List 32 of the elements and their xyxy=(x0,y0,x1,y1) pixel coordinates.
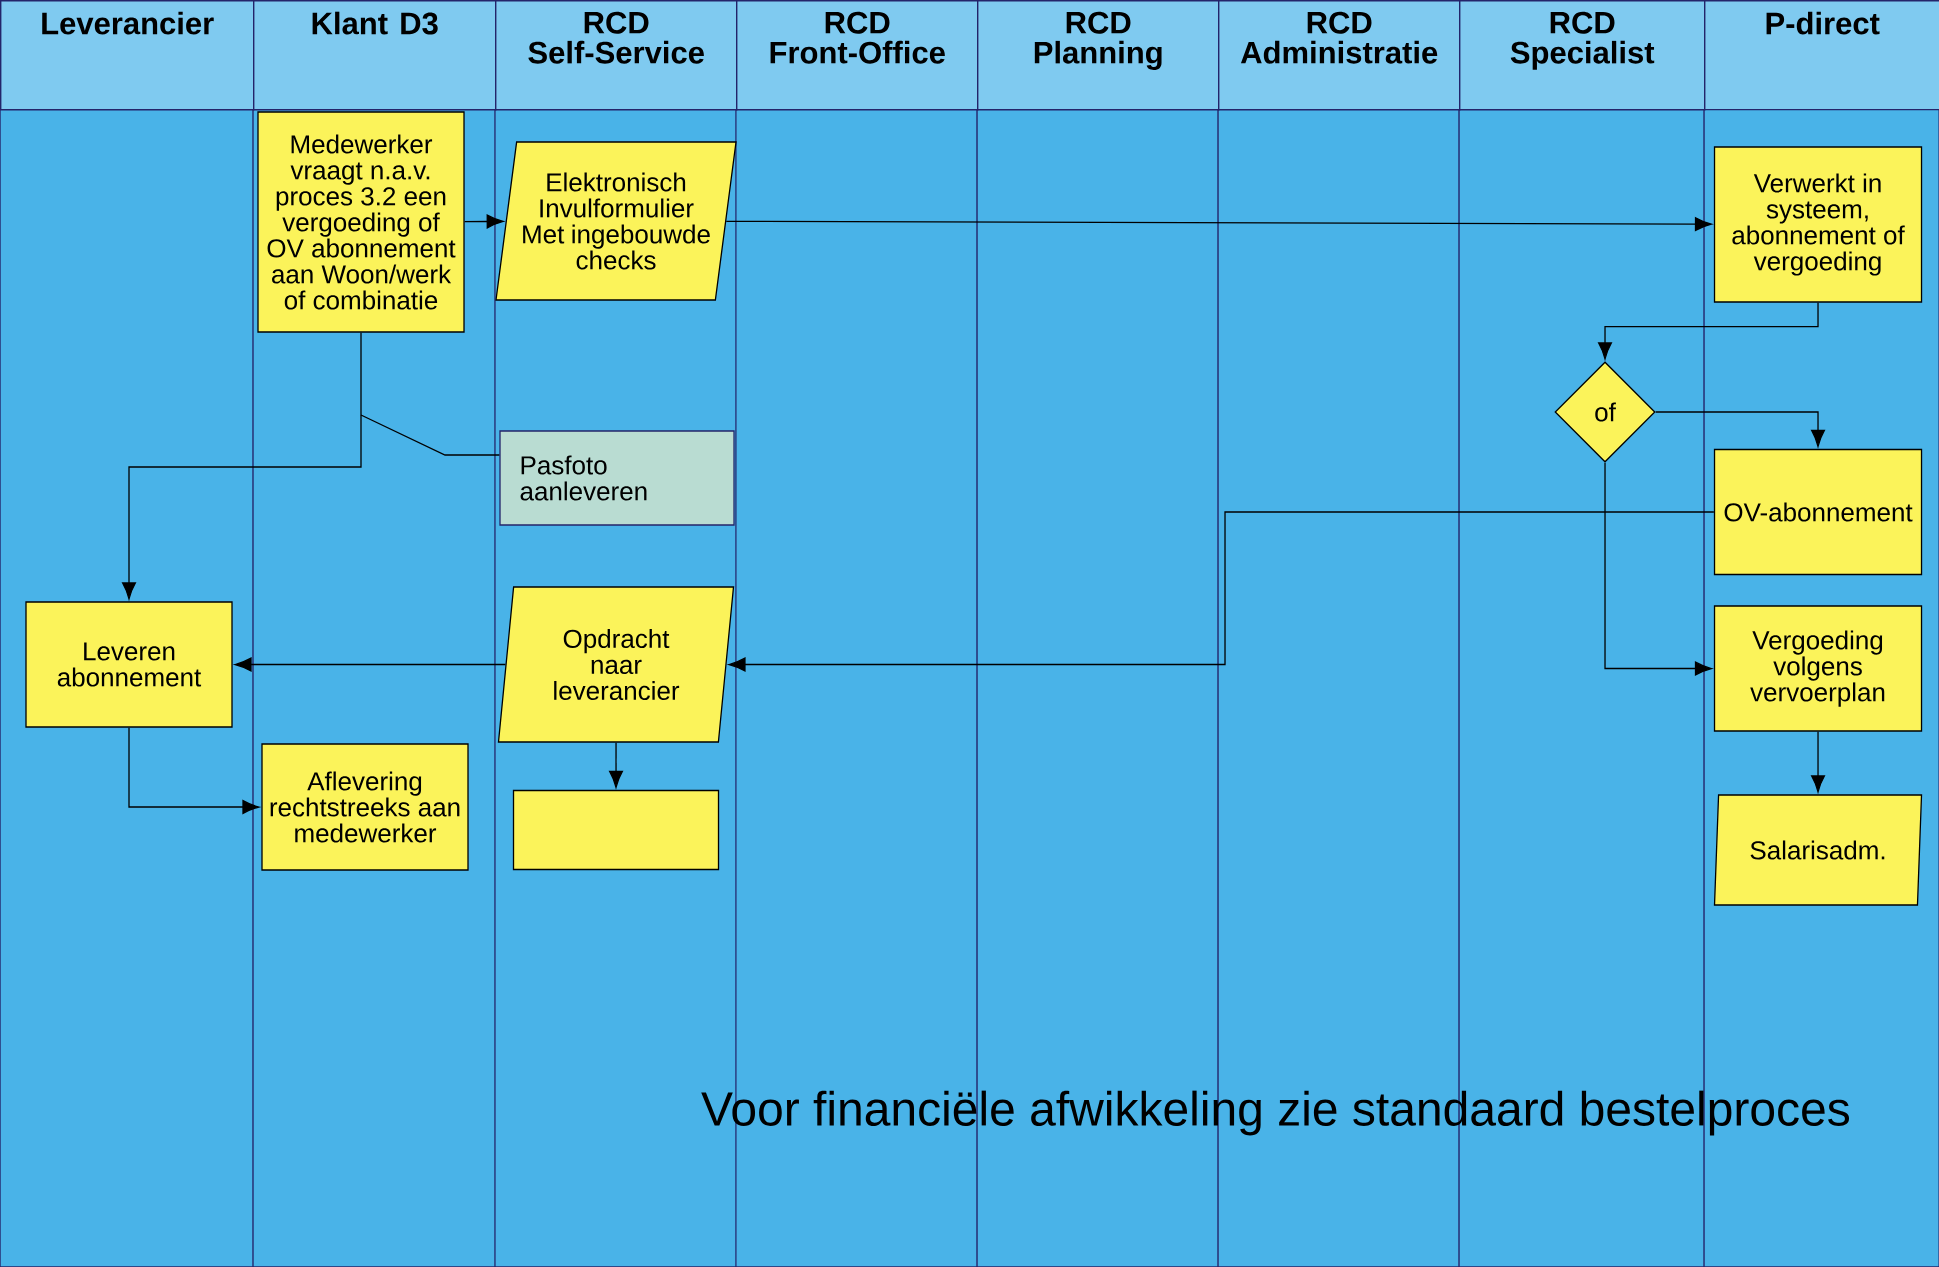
lane-header: RCD Planning xyxy=(977,0,1220,111)
arrow xyxy=(609,742,623,788)
data-parallelogram: Opdracht naar leverancier xyxy=(497,586,735,743)
lane-header: Leverancier xyxy=(0,0,255,111)
process-box: Vergoeding volgens vervoerplan xyxy=(1713,605,1923,732)
data-parallelogram: Elektronisch Invulformulier Met ingebouwde checks xyxy=(495,141,737,301)
lane-header: RCD Administratie xyxy=(1218,0,1461,111)
lane-header: RCD Self-Service xyxy=(495,0,738,111)
lane-header: RCD Front-Office xyxy=(736,0,979,111)
data-parallelogram: Salarisadm. xyxy=(1713,794,1923,906)
arrow xyxy=(234,657,507,672)
note-text: Voor financiële afwikkeling zie standaard bestelproces xyxy=(701,1090,1849,1136)
arrow xyxy=(128,727,260,814)
process-box: Medewerker vraagt n.a.v. proces 3.2 een vergoeding of OV abonnement aan Woon/werk of combinatie xyxy=(257,111,465,333)
leader-line xyxy=(360,414,500,456)
lane-header: RCD Specialist xyxy=(1459,0,1706,111)
arrow xyxy=(728,511,1715,672)
arrow xyxy=(1604,462,1712,676)
arrow xyxy=(1655,411,1825,447)
arrow xyxy=(122,332,362,600)
lane-header: Klant D3 xyxy=(253,0,497,111)
lane-header: P-direct xyxy=(1704,0,1939,111)
arrow xyxy=(725,217,1712,232)
process-box: Aflevering rechtstreeks aan medewerker xyxy=(261,743,469,871)
process-box: Leveren abonnement xyxy=(25,601,233,728)
data-parallelogram xyxy=(512,789,720,871)
arrow xyxy=(1598,302,1819,360)
process-box: OV-abonnement xyxy=(1713,448,1923,576)
note-box: Pasfoto aanleveren xyxy=(499,430,735,526)
arrow xyxy=(464,214,504,229)
arrow xyxy=(1811,731,1825,793)
process-box: Verwerkt in systeem, abonnement of vergoeding xyxy=(1713,146,1923,303)
